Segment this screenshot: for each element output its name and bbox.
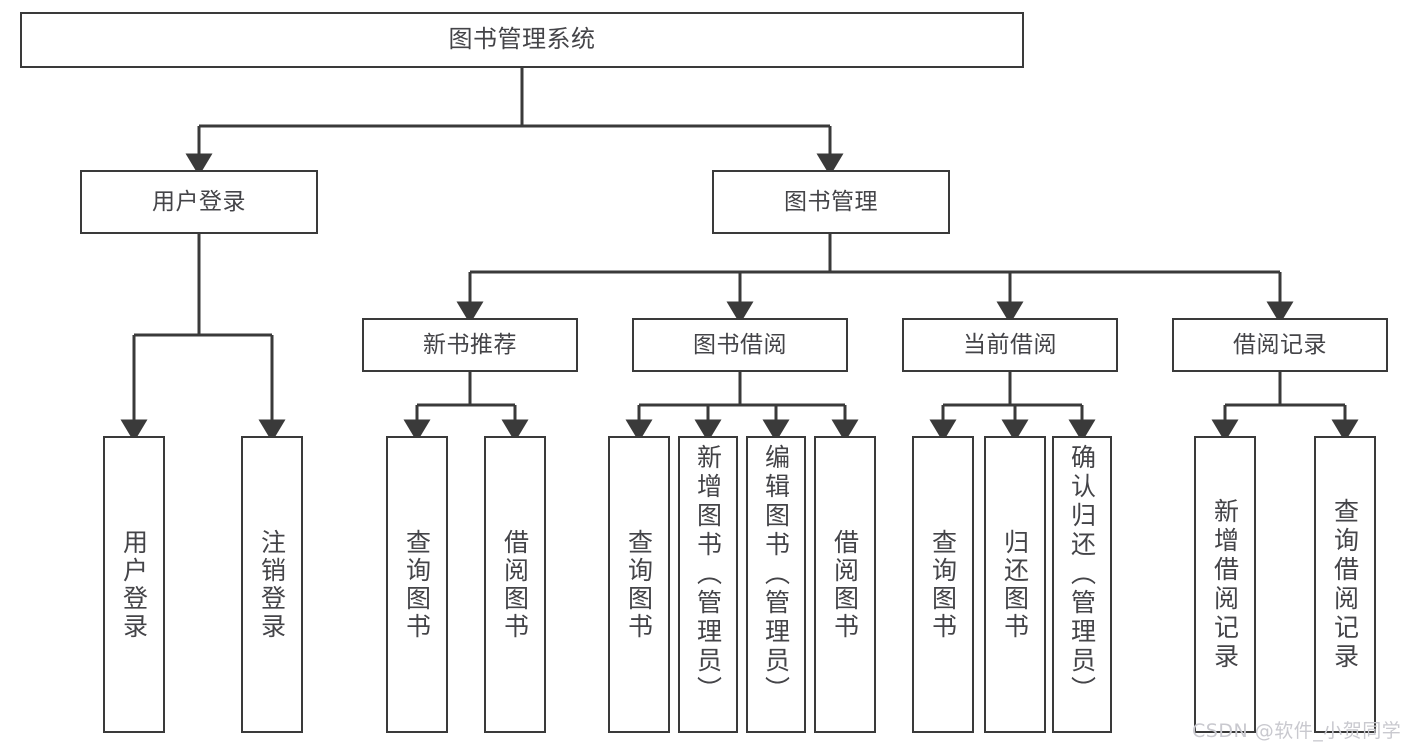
node-label: 用户登录	[119, 528, 149, 641]
node-leaf-add-record[interactable]: 新增借阅记录	[1194, 436, 1256, 733]
node-leaf-query-book-1[interactable]: 查询图书	[386, 436, 448, 733]
node-label: 查询借阅记录	[1330, 497, 1360, 672]
node-label: 新书推荐	[423, 331, 517, 358]
node-label: 用户登录	[152, 188, 246, 215]
node-label: 确认归还（管理员）	[1067, 444, 1097, 705]
node-leaf-return-book[interactable]: 归还图书	[984, 436, 1046, 733]
node-label: 当前借阅	[963, 331, 1057, 358]
node-label: 查询图书	[624, 528, 654, 641]
node-leaf-logout[interactable]: 注销登录	[241, 436, 303, 733]
node-label: 归还图书	[1000, 528, 1030, 641]
node-user-login[interactable]: 用户登录	[80, 170, 318, 234]
node-label: 新增图书（管理员）	[693, 444, 723, 705]
node-book-manage[interactable]: 图书管理	[712, 170, 950, 234]
node-label: 借阅图书	[830, 528, 860, 641]
node-leaf-query-record[interactable]: 查询借阅记录	[1314, 436, 1376, 733]
node-label: 图书管理系统	[448, 25, 596, 54]
node-label: 查询图书	[402, 528, 432, 641]
csdn-watermark: CSDN @软件_小贺同学	[1192, 720, 1402, 742]
node-label: 借阅图书	[500, 528, 530, 641]
node-label: 图书借阅	[693, 331, 787, 358]
node-label: 新增借阅记录	[1210, 497, 1240, 672]
node-new-book-recommend[interactable]: 新书推荐	[362, 318, 578, 372]
node-leaf-user-login[interactable]: 用户登录	[103, 436, 165, 733]
node-current-borrow[interactable]: 当前借阅	[902, 318, 1118, 372]
node-leaf-borrow-book-2[interactable]: 借阅图书	[814, 436, 876, 733]
node-borrow-record[interactable]: 借阅记录	[1172, 318, 1388, 372]
node-leaf-query-book-2[interactable]: 查询图书	[608, 436, 670, 733]
node-label: 查询图书	[928, 528, 958, 641]
node-leaf-borrow-book-1[interactable]: 借阅图书	[484, 436, 546, 733]
node-root[interactable]: 图书管理系统	[20, 12, 1024, 68]
node-leaf-edit-book[interactable]: 编辑图书（管理员）	[746, 436, 806, 733]
node-leaf-confirm-return[interactable]: 确认归还（管理员）	[1052, 436, 1112, 733]
node-leaf-query-book-3[interactable]: 查询图书	[912, 436, 974, 733]
node-label: 图书管理	[784, 188, 878, 215]
node-leaf-add-book[interactable]: 新增图书（管理员）	[678, 436, 738, 733]
node-label: 注销登录	[257, 528, 287, 641]
node-book-borrow[interactable]: 图书借阅	[632, 318, 848, 372]
node-label: 编辑图书（管理员）	[761, 444, 791, 705]
node-label: 借阅记录	[1233, 331, 1327, 358]
